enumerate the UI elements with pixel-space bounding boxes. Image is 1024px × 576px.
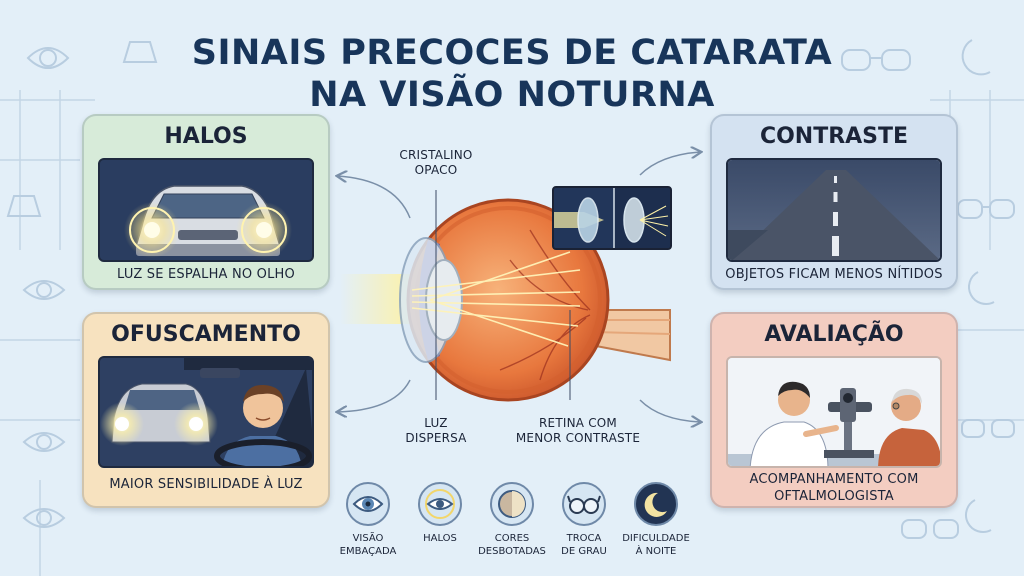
cloudy-lens (425, 259, 463, 341)
arrow-to-avaliacao (639, 399, 700, 422)
label-line: MENOR CONTRASTE (515, 431, 641, 445)
arrow-to-halos (338, 176, 411, 219)
label-line: DISPERSA (405, 431, 467, 445)
title-line-2: NA VISÃO NOTURNA (309, 75, 715, 115)
bg-moon-icon (965, 499, 992, 533)
faded-colors-icon (490, 482, 534, 526)
lens-zoom-inset (552, 186, 672, 250)
label-line: HALOS (423, 533, 457, 544)
card-caption: OBJETOS FICAM MENOS NÍTIDOS (725, 267, 943, 282)
bg-glasses-icon (961, 419, 1015, 438)
symptom-label-troca: TROCA DE GRAU (541, 532, 627, 558)
label-line: À NOITE (635, 546, 677, 557)
halos-car-illustration (98, 158, 314, 262)
avaliacao-card: AVALIAÇÃO ACOMPANHAMENTO COM OFTALMOLOGI… (710, 312, 958, 508)
card-title: OFUSCAMENTO (111, 322, 301, 347)
road-illustration (726, 158, 942, 262)
bg-eye-icon (22, 280, 66, 300)
halos-card: HALOS LUZ SE ESPALHA NO OLHO (82, 114, 330, 290)
glasses-icon (562, 482, 606, 526)
label-cristalino: CRISTALINO OPACO (386, 148, 486, 178)
eye-exam-illustration (726, 356, 942, 468)
label-line: TROCA (566, 533, 602, 544)
label-line: CRISTALINO (399, 148, 473, 162)
patient (878, 428, 940, 466)
label-line: EMBAÇADA (339, 546, 397, 557)
label-line: OPACO (414, 163, 458, 177)
label-line: RETINA COM (539, 416, 617, 430)
card-title: CONTRASTE (759, 124, 909, 149)
caption-line-1: ACOMPANHAMENTO COM (749, 472, 919, 487)
contraste-card: CONTRASTE OBJETOS FICAM MENOS NÍTIDOS (710, 114, 958, 290)
label-retina: RETINA COM MENOR CONTRASTE (508, 416, 648, 446)
card-caption: ACOMPANHAMENTO COM OFTALMOLOGISTA (712, 471, 956, 505)
bg-glasses-icon (901, 519, 959, 539)
page-title: SINAIS PRECOCES DE CATARATA NA VISÃO NOT… (0, 32, 1024, 116)
arrow-to-ofuscamento (338, 379, 411, 412)
card-title: HALOS (164, 124, 248, 149)
bg-eye-icon (26, 47, 70, 69)
card-caption: LUZ SE ESPALHA NO OLHO (117, 267, 295, 282)
label-line: DESBOTADAS (478, 546, 546, 557)
ofuscamento-card: OFUSCAMENTO (82, 312, 330, 508)
caption-line-2: OFTALMOLOGISTA (774, 489, 894, 504)
label-line: CORES (494, 533, 530, 544)
bg-glasses-icon (957, 199, 1015, 219)
symptom-label-cores: CORES DESBOTADAS (469, 532, 555, 558)
card-title: AVALIAÇÃO (764, 322, 904, 347)
bg-moon-icon (961, 39, 991, 76)
label-line: DE GRAU (561, 546, 607, 557)
symptom-label-halos: HALOS (397, 532, 483, 545)
title-line-1: SINAIS PRECOCES DE CATARATA (191, 33, 833, 73)
moon-icon (634, 482, 678, 526)
eye-cross-section (340, 190, 671, 402)
bg-lamp-icon (122, 41, 158, 63)
eye-icon (346, 482, 390, 526)
halo-eye-icon (418, 482, 462, 526)
label-line: DIFICULDADE (622, 533, 690, 544)
bg-eye-icon (22, 508, 66, 528)
arrow-to-contraste (639, 152, 700, 176)
symptom-label-visao: VISÃO EMBAÇADA (325, 532, 411, 558)
driver-glare-illustration (98, 356, 314, 468)
card-caption: MAIOR SENSIBILIDADE À LUZ (109, 477, 303, 492)
label-line: LUZ (424, 416, 448, 430)
bg-glasses-icon (841, 49, 911, 71)
bg-moon-icon (968, 271, 995, 305)
bg-lamp-icon (6, 195, 42, 217)
label-luz: LUZ DISPERSA (396, 416, 476, 446)
symptom-label-noite: DIFICULDADE À NOITE (613, 532, 699, 558)
label-line: VISÃO (352, 533, 384, 544)
bg-eye-icon (22, 432, 66, 452)
